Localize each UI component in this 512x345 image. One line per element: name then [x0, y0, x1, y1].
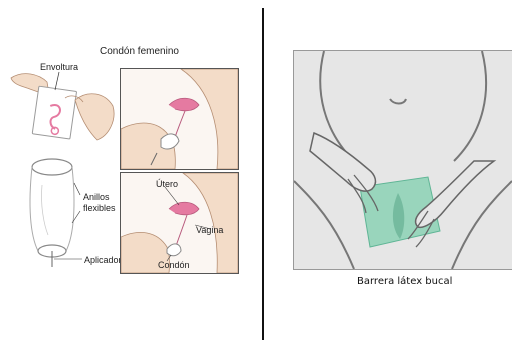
placement-panel — [120, 172, 239, 274]
dental-dam-illustration — [293, 50, 512, 270]
label-aplicador: Aplicador — [84, 256, 122, 265]
wrapper-illustration — [5, 60, 117, 160]
label-anillos: Anillos flexibles — [83, 193, 116, 213]
vertical-divider — [262, 8, 264, 340]
figure-title: Condón femenino — [100, 46, 179, 57]
figure-caption: Barrera látex bucal — [0, 276, 512, 287]
label-envoltura: Envoltura — [40, 63, 78, 72]
label-vagina: Vagina — [196, 226, 223, 235]
insertion-panel — [120, 68, 239, 170]
label-condon: Condón — [158, 261, 190, 270]
condom-device-illustration — [20, 155, 85, 270]
label-utero: Útero — [156, 180, 178, 189]
